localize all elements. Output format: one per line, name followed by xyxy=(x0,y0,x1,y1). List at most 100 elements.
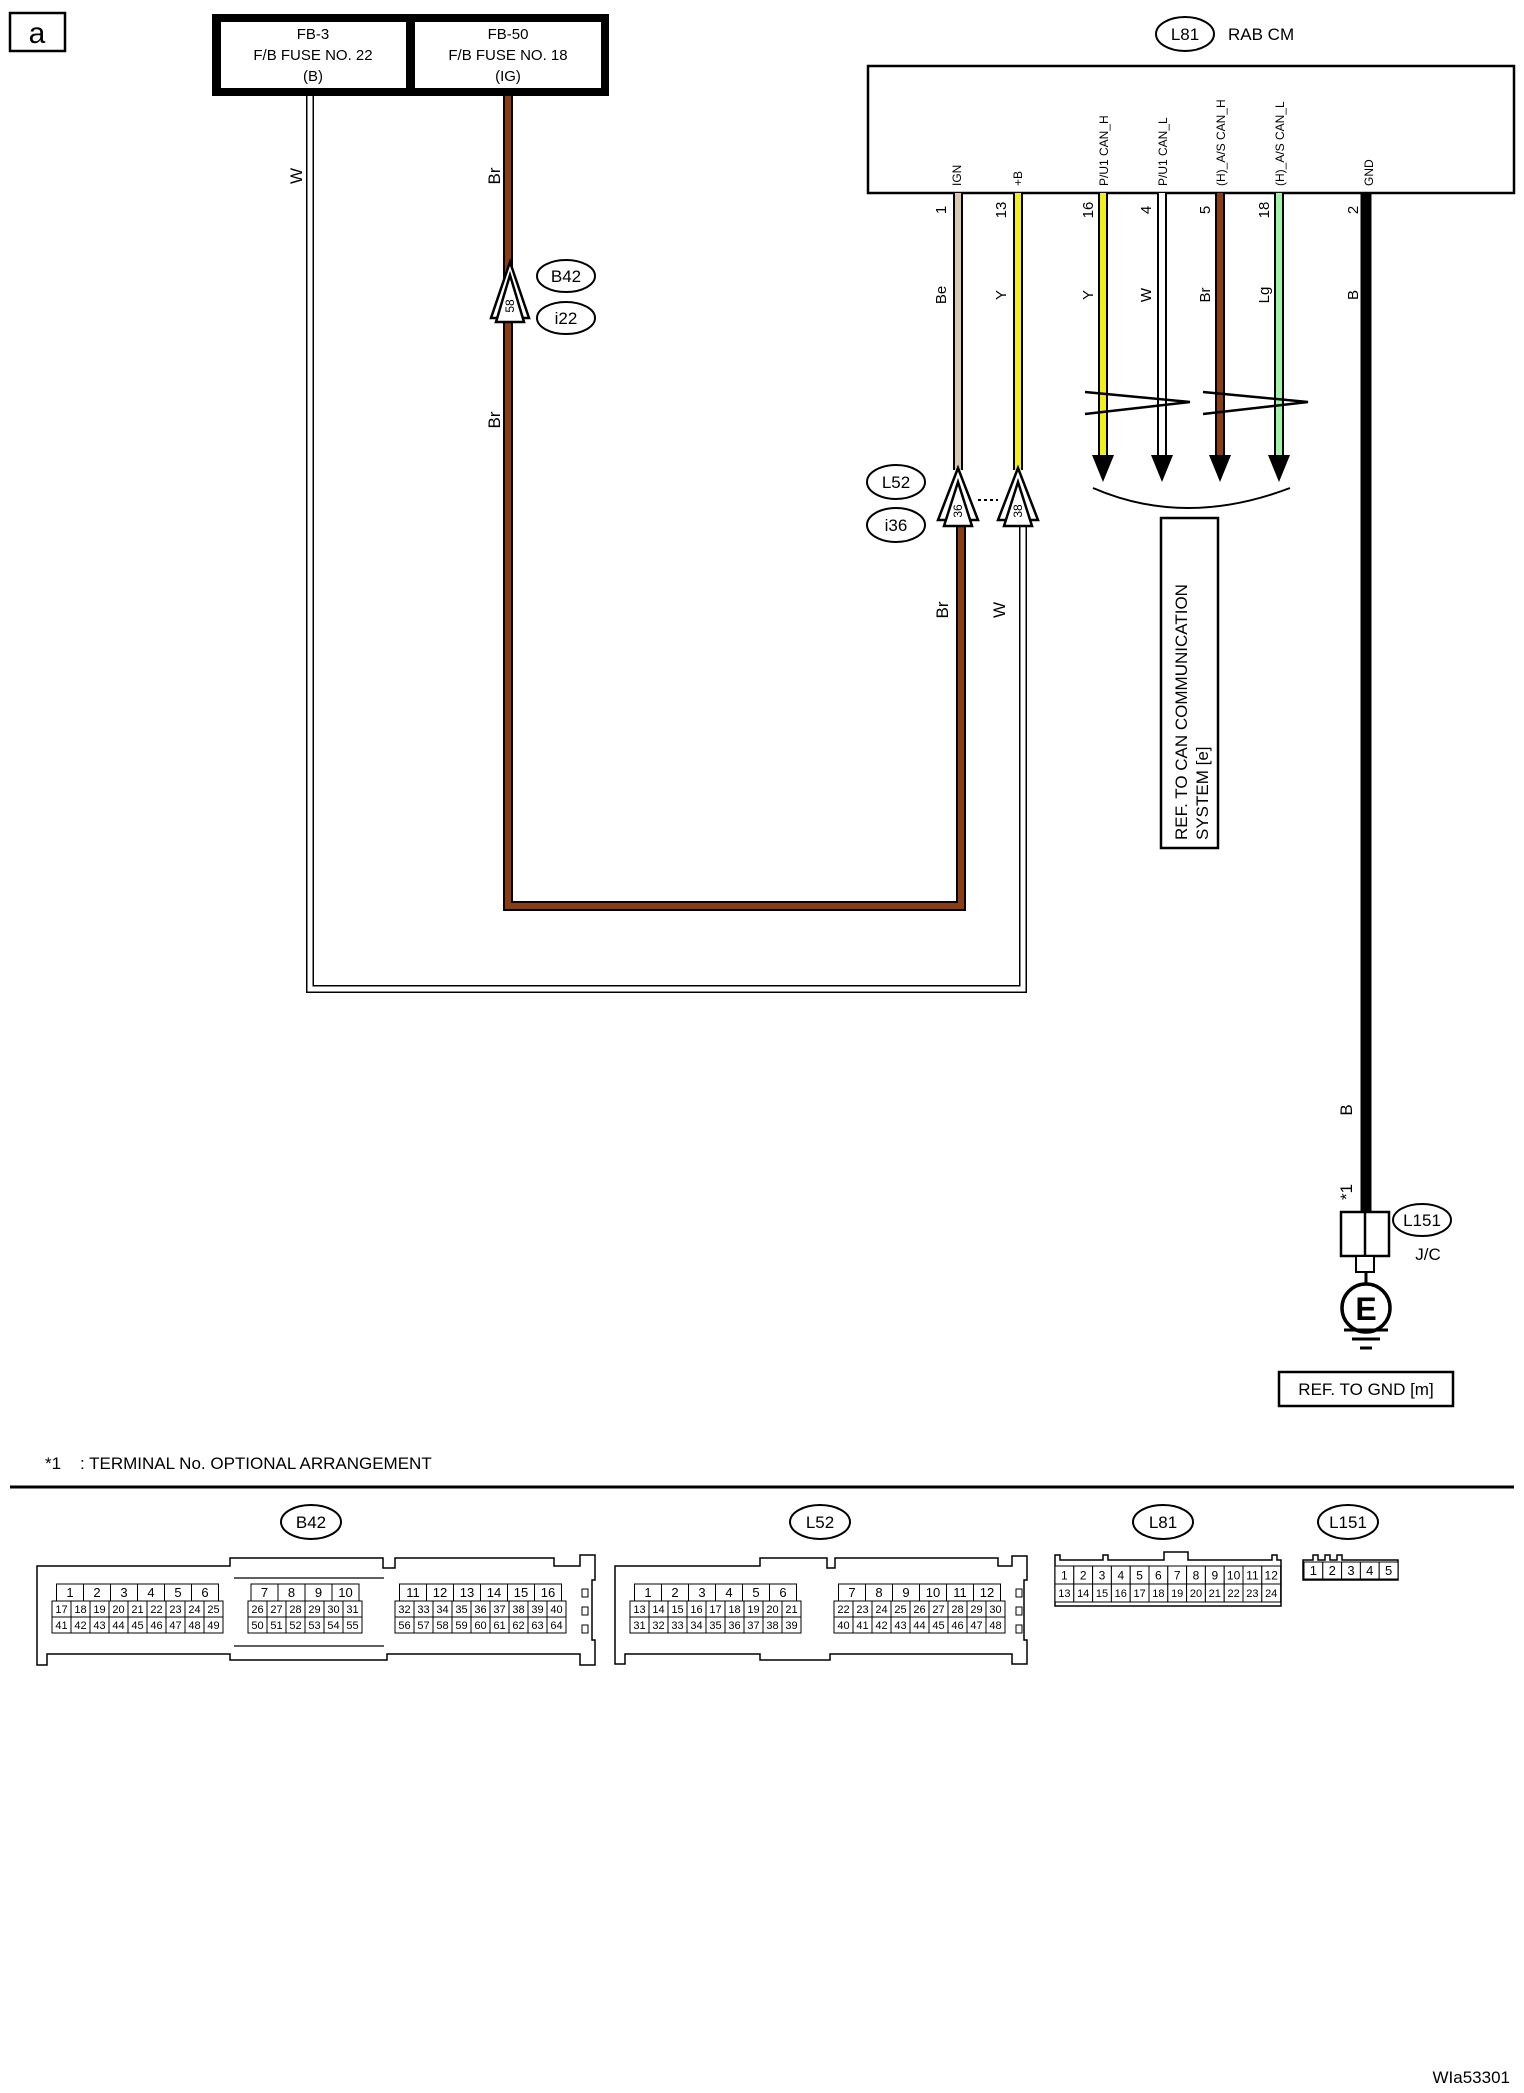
terminal-number: 32 xyxy=(652,1620,664,1632)
terminal-number: 3 xyxy=(120,1585,127,1600)
pin-name-pu1-can-h: P/U1 CAN_H xyxy=(1097,115,1111,186)
terminal-number: 3 xyxy=(1099,1568,1106,1582)
terminal-number: 17 xyxy=(55,1604,67,1616)
terminal-number: 3 xyxy=(1347,1563,1354,1578)
terminal-number: 47 xyxy=(970,1620,982,1632)
footnote: *1 : TERMINAL No. OPTIONAL ARRANGEMENT xyxy=(45,1454,432,1473)
terminal-number: 55 xyxy=(346,1620,358,1632)
terminal-number: 63 xyxy=(531,1620,543,1632)
terminal-number: 4 xyxy=(725,1585,732,1600)
wire-b-gnd: B *1 xyxy=(1337,193,1372,1212)
terminal-number: 2 xyxy=(671,1585,678,1600)
terminal-number: 29 xyxy=(308,1604,320,1616)
wire-code-br-5: Br xyxy=(1197,287,1214,302)
terminal-number: 11 xyxy=(406,1585,420,1600)
terminal-number: 53 xyxy=(308,1620,320,1632)
junction-b42-pin: 58 xyxy=(503,299,517,313)
terminal-number: 31 xyxy=(633,1620,645,1632)
module-rab-cm: L81 RAB CM xyxy=(866,16,1516,195)
junction-l52-i36: 36 38 L52 i36 xyxy=(866,464,1040,543)
terminal-number: 19 xyxy=(1171,1588,1183,1600)
fuse-right-tag: (IG) xyxy=(495,68,521,85)
terminal-number: 6 xyxy=(779,1585,786,1600)
terminal-number: 5 xyxy=(752,1585,759,1600)
wire-label-br-upper: Br xyxy=(485,167,504,184)
terminal-number: 42 xyxy=(74,1620,86,1632)
terminal-number: 8 xyxy=(288,1585,295,1600)
ground-jc-label: J/C xyxy=(1415,1245,1441,1264)
can-wires xyxy=(1084,193,1309,509)
junction-l52-pin-38: 38 xyxy=(1011,504,1025,518)
terminal-number: 12 xyxy=(433,1585,447,1600)
terminal-number: 39 xyxy=(785,1620,797,1632)
terminal-number: 38 xyxy=(766,1620,778,1632)
terminal-number: 44 xyxy=(913,1620,925,1632)
corner-label-box: a xyxy=(8,11,67,53)
terminal-number: 9 xyxy=(902,1585,909,1600)
terminal-number: 7 xyxy=(1174,1568,1181,1582)
terminal-number: 46 xyxy=(951,1620,963,1632)
terminal-number: 2 xyxy=(1080,1568,1087,1582)
pin-name-as-can-l: (H)_A/S CAN_L xyxy=(1273,101,1287,186)
terminal-number: 1 xyxy=(1310,1563,1317,1578)
terminal-number: 22 xyxy=(1227,1588,1239,1600)
terminal-number: 13 xyxy=(460,1585,474,1600)
fuse-right-id: FB-50 xyxy=(488,26,529,43)
terminal-number: 40 xyxy=(837,1620,849,1632)
pin-name-plus-b: +B xyxy=(1011,171,1025,186)
module-connector-label: L81 xyxy=(1171,25,1199,44)
terminal-number: 16 xyxy=(541,1585,555,1600)
terminal-number: 31 xyxy=(346,1604,358,1616)
arrow-as-can-l xyxy=(1268,455,1290,482)
terminal-number: 64 xyxy=(550,1620,562,1632)
terminal-number: 30 xyxy=(327,1604,339,1616)
arrow-pu1-can-h xyxy=(1092,455,1114,482)
arrow-as-can-h xyxy=(1209,455,1231,482)
pin-num-13: 13 xyxy=(993,202,1010,219)
terminal-number: 52 xyxy=(289,1620,301,1632)
terminal-number: 11 xyxy=(1246,1568,1259,1582)
wire-label-br-middle: Br xyxy=(485,411,504,428)
wire-br-fb50: Br Br Br xyxy=(485,96,966,911)
terminal-number: 12 xyxy=(1265,1568,1279,1582)
terminal-number: 36 xyxy=(474,1604,486,1616)
terminal-number: 20 xyxy=(112,1604,124,1616)
terminal-number: 12 xyxy=(980,1585,994,1600)
terminal-cell xyxy=(203,1616,224,1634)
can-reference-box: REF. TO CAN COMMUNICATION SYSTEM [e] xyxy=(1159,516,1220,850)
terminal-number: 22 xyxy=(837,1604,849,1616)
junction-i22-label: i22 xyxy=(555,309,578,328)
terminal-number: 18 xyxy=(728,1604,740,1616)
fuse-box: FB-3 F/B FUSE NO. 22 (B) FB-50 F/B FUSE … xyxy=(212,14,609,96)
terminal-number: 28 xyxy=(951,1604,963,1616)
terminal-number: 27 xyxy=(932,1604,944,1616)
terminal-number: 3 xyxy=(698,1585,705,1600)
terminal-number: 10 xyxy=(338,1585,352,1600)
terminal-number: 33 xyxy=(671,1620,683,1632)
junction-l52-pin-36: 36 xyxy=(951,504,965,518)
terminal-number: 21 xyxy=(785,1604,797,1616)
pin-num-16: 16 xyxy=(1080,202,1097,219)
terminal-number: 8 xyxy=(1193,1568,1200,1582)
can-ref-line-1: REF. TO CAN COMMUNICATION xyxy=(1172,584,1191,840)
terminal-number: 14 xyxy=(487,1585,501,1600)
terminal-number: 49 xyxy=(207,1620,219,1632)
terminal-number: 4 xyxy=(1117,1568,1124,1582)
figure-id: WIa53301 xyxy=(1433,2068,1511,2087)
terminal-number: 9 xyxy=(1211,1568,1218,1582)
terminal-number: 1 xyxy=(644,1585,651,1600)
terminal-cell xyxy=(781,1616,802,1634)
arrow-pu1-can-l xyxy=(1151,455,1173,482)
junction-b42-i22: 58 B42 i22 xyxy=(489,258,596,335)
terminal-number: 62 xyxy=(512,1620,524,1632)
terminal-number: 5 xyxy=(1385,1563,1392,1578)
pin-name-ign: IGN xyxy=(950,165,964,186)
terminal-number: 45 xyxy=(932,1620,944,1632)
terminal-number: 1 xyxy=(66,1585,73,1600)
terminal-number: 18 xyxy=(74,1604,86,1616)
